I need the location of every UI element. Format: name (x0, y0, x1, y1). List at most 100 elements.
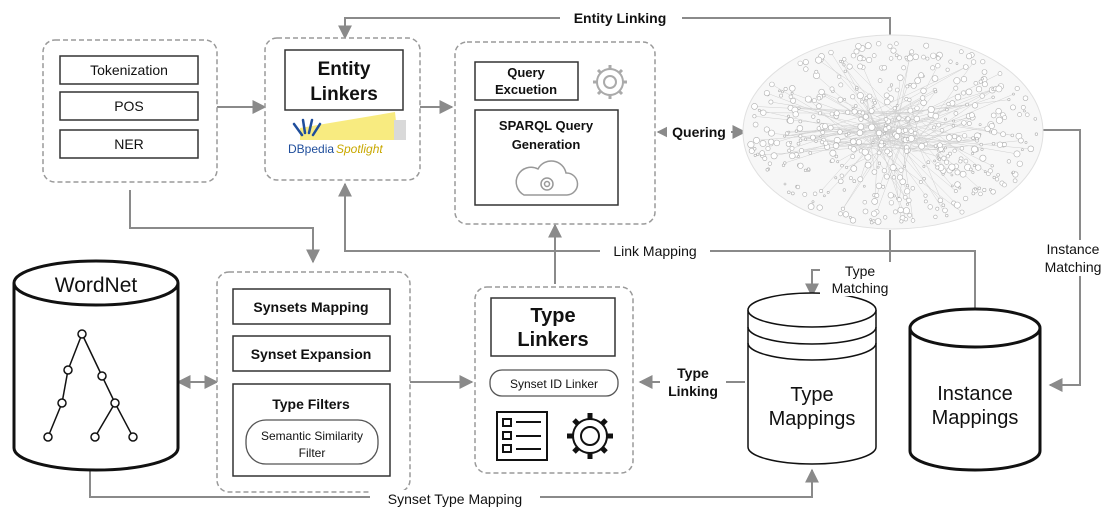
graph-node (816, 126, 822, 131)
graph-node (936, 153, 940, 157)
graph-node (787, 130, 791, 134)
graph-node (950, 184, 954, 188)
graph-edge (898, 119, 993, 167)
graph-edge (844, 59, 912, 127)
sparql-line2: Generation (512, 137, 581, 152)
graph-node (912, 131, 918, 136)
graph-node (842, 63, 846, 67)
graph-node (857, 110, 862, 115)
graph-node (935, 206, 940, 211)
graph-node (888, 56, 894, 61)
graph-node (823, 140, 829, 146)
semantic-filter-line1: Semantic Similarity (261, 429, 363, 443)
graph-node (845, 165, 849, 169)
graph-node (955, 62, 959, 65)
graph-node (806, 167, 811, 171)
graph-node (752, 121, 759, 128)
settings-gear-icon (567, 413, 613, 459)
graph-edge (820, 137, 869, 192)
graph-node (890, 47, 897, 54)
graph-edge (840, 61, 880, 113)
graph-node (869, 220, 874, 225)
graph-node (980, 59, 986, 65)
graph-node (980, 147, 984, 151)
graph-node (840, 163, 844, 168)
graph-node (855, 85, 859, 90)
graph-node (910, 82, 917, 89)
graph-node (1017, 112, 1022, 117)
graph-node (810, 134, 816, 141)
pos-box (59, 91, 199, 121)
graph-node (819, 135, 823, 138)
graph-node (1010, 104, 1016, 111)
graph-node (927, 106, 935, 114)
graph-node (876, 41, 882, 47)
graph-edge (863, 137, 874, 143)
graph-node (861, 148, 869, 156)
graph-node (933, 214, 938, 219)
graph-node (971, 152, 975, 156)
type-mappings-line2: Mappings (769, 408, 856, 430)
graph-edge (823, 95, 895, 136)
link-mapping-label: Link Mapping (613, 243, 696, 259)
graph-node (884, 123, 888, 127)
graph-node (919, 95, 926, 101)
graph-node (760, 109, 767, 116)
graph-node (978, 123, 982, 127)
graph-edge (865, 66, 966, 115)
graph-node (838, 82, 844, 88)
graph-node (1016, 160, 1023, 167)
graph-node (753, 153, 757, 157)
graph-node (879, 139, 884, 145)
tokenization-box (59, 55, 199, 85)
graph-node (948, 59, 953, 64)
graph-node (829, 111, 835, 117)
edge-preproc-to-synsets (129, 190, 320, 264)
graph-node (881, 168, 887, 174)
graph-node (979, 142, 983, 147)
graph-node (797, 60, 803, 66)
graph-node (905, 116, 911, 122)
graph-node (979, 154, 987, 162)
graph-node (768, 129, 775, 137)
graph-node (748, 147, 755, 154)
graph-node (783, 182, 787, 186)
graph-node (877, 161, 882, 165)
graph-node (904, 188, 911, 195)
graph-node (935, 55, 941, 61)
dbpedia-logo-text: DBpedia (288, 142, 334, 156)
synset-id-linker-pill (489, 369, 619, 397)
graph-node (850, 165, 858, 172)
graph-edge (821, 91, 905, 130)
graph-node (950, 173, 954, 177)
graph-node (1012, 92, 1015, 96)
graph-node (960, 76, 968, 83)
ner-label: NER (114, 136, 144, 152)
graph-node (918, 180, 923, 184)
graph-edge (901, 65, 939, 137)
graph-node (856, 129, 864, 137)
graph-node (1013, 150, 1021, 158)
graph-node (789, 152, 796, 160)
graph-node (871, 105, 875, 109)
graph-node (891, 175, 897, 180)
graph-edge (784, 119, 914, 137)
graph-node (861, 56, 866, 61)
graph-node (944, 117, 947, 121)
graph-node (892, 194, 896, 198)
graph-node (922, 165, 926, 168)
graph-node (953, 201, 961, 209)
graph-node (802, 191, 808, 197)
graph-node (978, 191, 983, 197)
graph-node (808, 151, 813, 155)
graph-node (894, 87, 900, 93)
graph-node (953, 111, 959, 116)
graph-node (983, 170, 987, 173)
graph-node (871, 198, 879, 205)
graph-node (939, 128, 945, 133)
quering-label: Quering (672, 124, 726, 140)
preprocessing-group: Tokenization POS NER (42, 39, 218, 183)
ner-box (59, 129, 199, 159)
graph-node (962, 64, 969, 70)
graph-node (910, 186, 915, 191)
